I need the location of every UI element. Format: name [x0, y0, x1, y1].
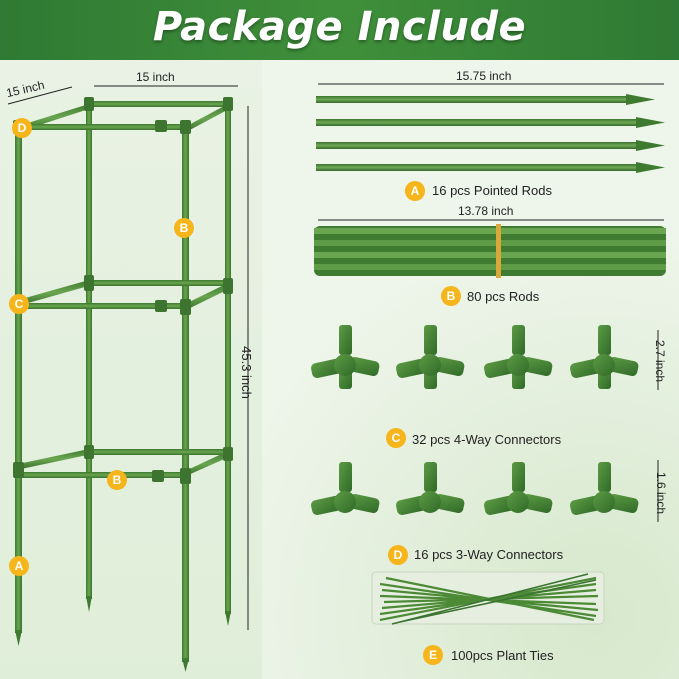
item-badge-a: A [405, 181, 425, 201]
connector-c-dimension-label: 2.7 inch [653, 339, 668, 383]
item-caption-b: 80 pcs Rods [467, 289, 540, 304]
page-title: Package Include [152, 4, 527, 50]
depth-dimension-line [7, 86, 73, 105]
item-caption-e: 100pcs Plant Ties [451, 648, 554, 663]
rod-b-dimension-label: 13.78 inch [458, 204, 514, 218]
frame-poles [15, 104, 231, 672]
connector-d-dimension-label: 1.6 inch [654, 471, 669, 515]
frame-badge-b-lower: B [107, 470, 127, 490]
assembled-frame-illustration [7, 85, 249, 672]
item-badge-b: B [441, 286, 461, 306]
title-banner: Package Include [0, 0, 679, 60]
item-badge-c: C [386, 428, 406, 448]
frame-badge-d: D [12, 118, 32, 138]
item-caption-a: 16 pcs Pointed Rods [432, 183, 552, 198]
frame-connectors [13, 97, 233, 484]
frame-lower-ring [18, 449, 231, 478]
frame-panel [0, 60, 262, 679]
frame-width-label: 15 inch [136, 70, 175, 84]
frame-badge-a: A [9, 556, 29, 576]
frame-badge-c: C [9, 294, 29, 314]
item-badge-d: D [388, 545, 408, 565]
frame-middle-ring [18, 280, 231, 310]
item-caption-d: 16 pcs 3-Way Connectors [414, 547, 564, 562]
frame-badge-b-upper: B [174, 218, 194, 238]
item-caption-c: 32 pcs 4-Way Connectors [412, 432, 562, 447]
frame-height-label: 45.3 inch [238, 346, 254, 399]
frame-top-ring [18, 101, 231, 132]
parts-panel [262, 60, 679, 679]
item-badge-e: E [423, 645, 443, 665]
rod-a-dimension-label: 15.75 inch [456, 69, 512, 83]
